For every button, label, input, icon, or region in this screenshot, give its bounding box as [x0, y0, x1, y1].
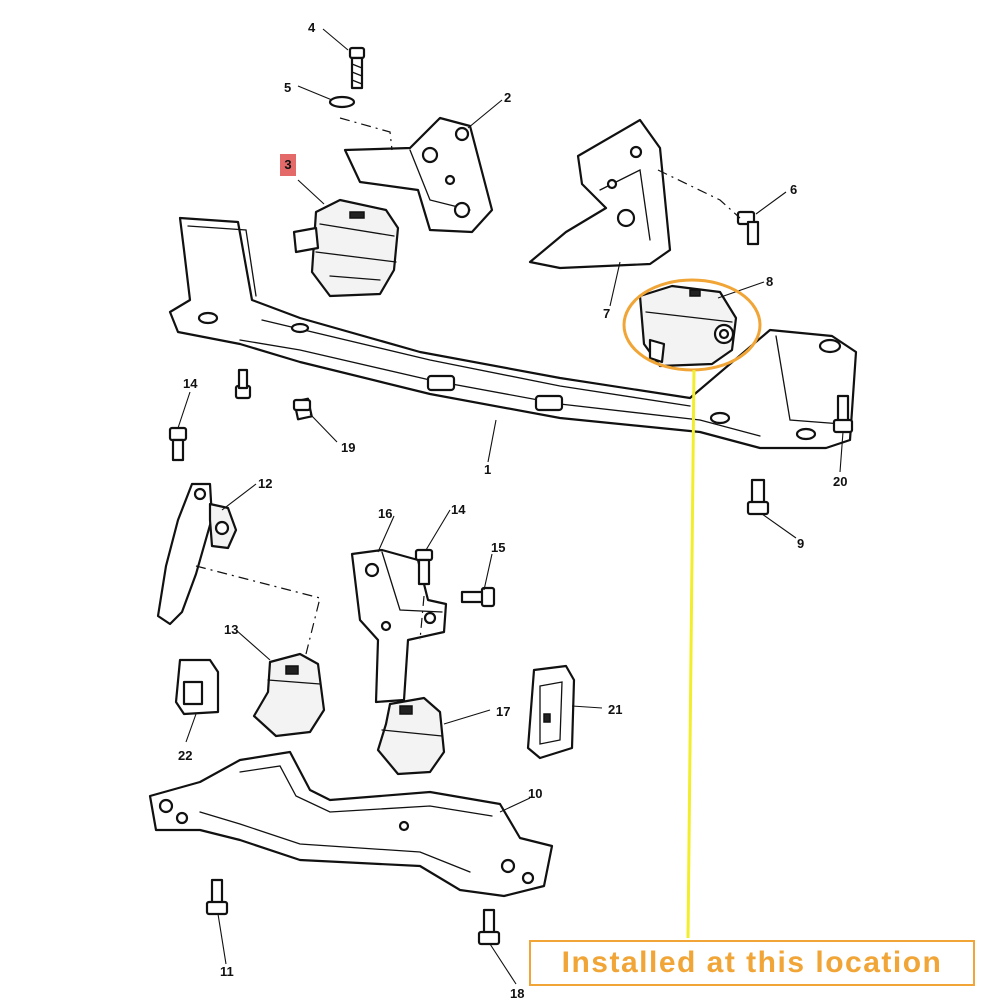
installation-pointer-line	[686, 369, 696, 939]
callout-5: 5	[284, 80, 291, 95]
assembly-line-upper-left	[339, 117, 393, 151]
engine-mount-right	[638, 284, 738, 368]
callout-11: 11	[220, 964, 234, 979]
callout-19: 19	[341, 440, 355, 455]
spacer-block-22	[174, 658, 220, 716]
installed-location-label: Installed at this location	[529, 940, 975, 986]
upper-mount-bracket	[343, 116, 494, 234]
callout-3-highlight: 3	[280, 154, 296, 176]
callout-18: 18	[510, 986, 524, 1000]
callout-16: 16	[378, 506, 392, 521]
callout-15: 15	[491, 540, 505, 555]
callout-12: 12	[258, 476, 272, 491]
assembly-line-upper-right	[657, 169, 741, 219]
assembly-line-rear-left	[195, 565, 321, 655]
bolt-14-lower	[414, 548, 434, 586]
bolt-9	[746, 478, 770, 516]
engine-mount-left	[292, 198, 400, 298]
leader-lines	[177, 28, 844, 985]
callout-14-lower: 14	[451, 502, 466, 517]
callout-8: 8	[766, 274, 773, 289]
bolt-left-crossmember	[234, 368, 252, 400]
callout-2: 2	[504, 90, 511, 105]
bolt-6	[736, 210, 760, 246]
spacer-pad-21	[526, 664, 576, 760]
callout-21: 21	[608, 702, 622, 717]
bolt-14-upper	[168, 426, 188, 462]
bolt-19	[292, 397, 313, 421]
bolt-18	[477, 908, 501, 946]
callout-6: 6	[790, 182, 797, 197]
callout-14-upper: 14	[183, 376, 198, 391]
callout-9: 9	[797, 536, 804, 551]
bolt-20	[832, 394, 854, 434]
callout-7: 7	[603, 306, 610, 321]
callout-22: 22	[178, 748, 192, 763]
right-mount-bracket	[528, 118, 672, 270]
bolt-11	[205, 878, 229, 916]
callout-17: 17	[496, 704, 510, 719]
callout-10: 10	[528, 786, 542, 801]
installation-highlight-circle	[622, 278, 762, 372]
transmission-mount-13	[252, 652, 326, 738]
washer-5	[328, 95, 356, 109]
rear-mount-bracket	[350, 548, 448, 704]
callout-4: 4	[308, 20, 316, 35]
bolt-4	[348, 46, 366, 90]
torque-rod-12	[156, 482, 238, 626]
transmission-mount-17	[376, 696, 446, 776]
bolt-15	[460, 586, 496, 608]
callout-13: 13	[224, 622, 238, 637]
assembly-line-rear-center	[419, 595, 425, 641]
front-crossmember	[168, 216, 858, 450]
callout-3: 3	[284, 157, 292, 172]
callout-20: 20	[833, 474, 847, 489]
callout-1: 1	[484, 462, 491, 477]
rear-subframe	[148, 750, 554, 898]
